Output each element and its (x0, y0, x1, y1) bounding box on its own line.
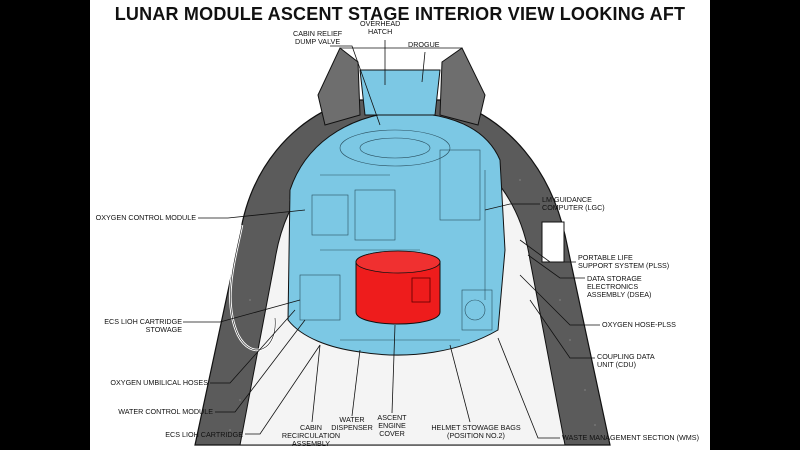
label-portable-life-support-system: PORTABLE LIFE SUPPORT SYSTEM (PLSS) (578, 253, 670, 270)
label-data-storage-electronics-assembly: DATA STORAGE ELECTRONICS ASSEMBLY (DSEA) (587, 274, 652, 299)
label-overhead-hatch: OVERHEAD HATCH (360, 19, 401, 36)
diagram-title: LUNAR MODULE ASCENT STAGE INTERIOR VIEW … (114, 4, 686, 24)
diagram-slide: LUNAR MODULE ASCENT STAGE INTERIOR VIEW … (90, 0, 710, 450)
label-ecs-lioh-cartridge: ECS LIOH CARTRIDGE (165, 430, 243, 439)
lunar-module-illustration (183, 40, 611, 446)
label-oxygen-control-module: OXYGEN CONTROL MODULE (95, 213, 196, 222)
label-helmet-stowage-bags: HELMET STOWAGE BAGS (POSITION NO.2) (431, 423, 521, 440)
label-waste-management-section: WASTE MANAGEMENT SECTION (WMS) (562, 433, 699, 442)
label-coupling-data-unit: COUPLING DATA UNIT (CDU) (597, 352, 655, 369)
right-fin (439, 47, 486, 126)
label-lm-guidance-computer: LM GUIDANCE COMPUTER (LGC) (542, 195, 605, 212)
label-ecs-lioh-cartridge-stowage: ECS LIOH CARTRIDGE STOWAGE (104, 317, 182, 334)
cabin-interior (287, 111, 506, 356)
label-cabin-recirculation-assembly: CABIN RECIRCULATION ASSEMBLY (281, 423, 341, 448)
cabin-details (299, 129, 493, 341)
label-cabin-relief-dump-valve: CABIN RELIEF DUMP VALVE (293, 29, 343, 46)
label-water-control-module: WATER CONTROL MODULE (118, 407, 213, 416)
left-fin (317, 47, 361, 126)
leader-lines (183, 40, 600, 439)
label-drogue: DROGUE (408, 40, 440, 49)
label-ascent-engine-cover: ASCENT ENGINE COVER (377, 413, 407, 438)
overhead-hatch-tunnel (359, 69, 441, 116)
label-oxygen-hose-plss: OXYGEN HOSE-PLSS (602, 320, 676, 329)
label-water-dispenser: WATER DISPENSER (331, 415, 373, 432)
label-oxygen-umbilical-hoses: OXYGEN UMBILICAL HOSES (110, 378, 208, 387)
plss-unit (541, 221, 565, 263)
